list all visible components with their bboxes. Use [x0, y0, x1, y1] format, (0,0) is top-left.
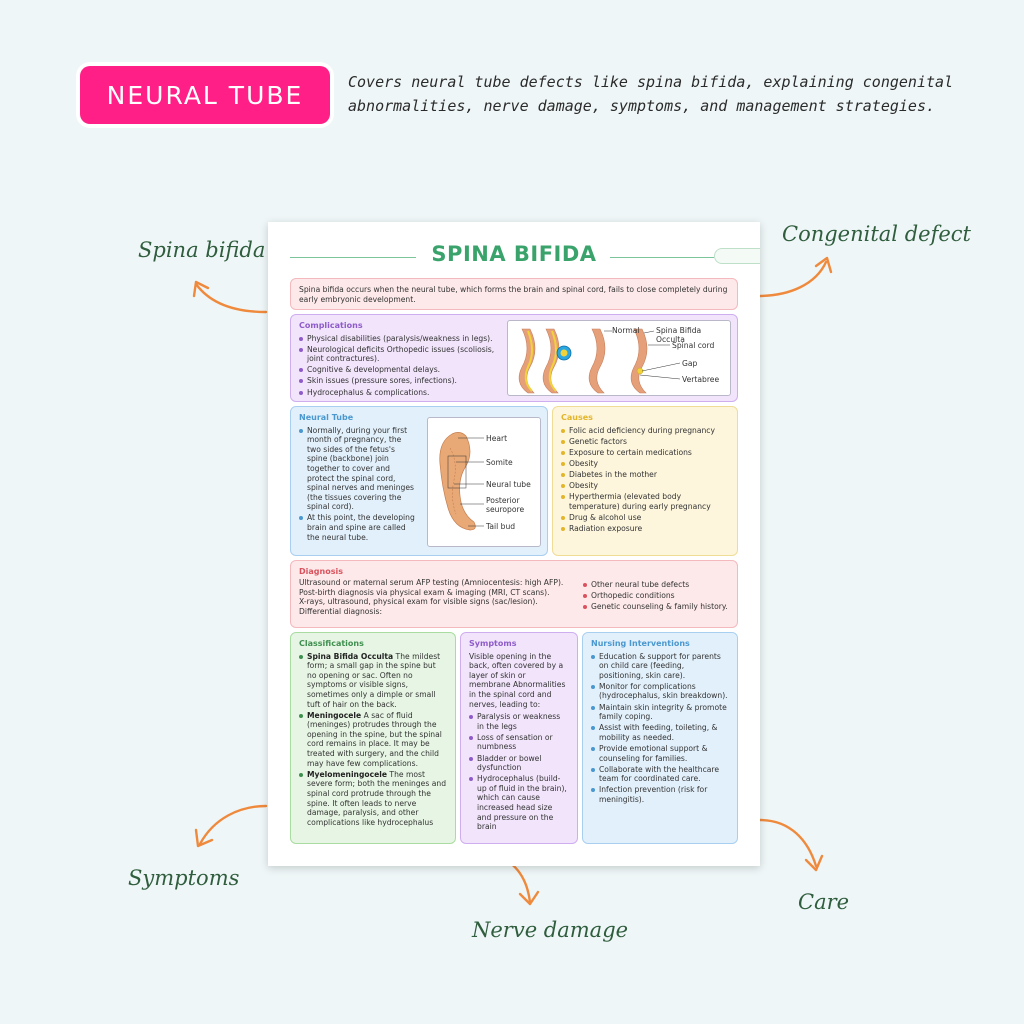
- neural-tube-heading: Neural Tube: [299, 413, 354, 422]
- list-item: Obesity: [561, 481, 729, 491]
- list-item: Infection prevention (risk for meningiti…: [591, 785, 729, 804]
- nursing-heading: Nursing Interventions: [591, 639, 690, 648]
- symptoms-box: Symptoms Visible opening in the back, of…: [460, 632, 578, 844]
- tag-symptoms: Symptoms: [128, 866, 240, 890]
- symptoms-intro: Visible opening in the back, often cover…: [469, 651, 566, 709]
- list-item: Myelomeningocele The most severe form; b…: [299, 770, 447, 828]
- symptoms-heading: Symptoms: [469, 639, 517, 648]
- list-item: Assist with feeding, toileting, & mobili…: [591, 723, 729, 742]
- differential-list: Other neural tube defects Orthopedic con…: [583, 580, 733, 613]
- page-tab: [714, 248, 760, 264]
- pill-label: NEURAL TUBE: [106, 80, 304, 110]
- title-rule-right: [610, 257, 714, 258]
- classifications-heading: Classifications: [299, 639, 364, 648]
- list-item: Diabetes in the mother: [561, 470, 729, 480]
- list-item: Physical disabilities (paralysis/weaknes…: [299, 334, 505, 344]
- spine-illustration: [518, 328, 681, 394]
- list-item: Loss of sensation or numbness: [469, 733, 569, 752]
- classifications-list: Spina Bifida Occulta The mildest form; a…: [299, 652, 447, 828]
- diagnosis-line: Ultrasound or maternal serum AFP testing…: [299, 578, 564, 587]
- list-item: Collaborate with the healthcare team for…: [591, 765, 729, 784]
- figure-label-gap: Gap: [682, 359, 698, 368]
- figure-label-posterior-seuropore: Posterior seuropore: [486, 496, 525, 514]
- classification-term: Meningocele: [307, 710, 362, 720]
- figure-label-occulta: Spina Bifida Occulta: [656, 326, 702, 344]
- figure-label-vertabree: Vertabree: [682, 375, 720, 384]
- figure-label-somite: Somite: [486, 458, 513, 467]
- neural-tube-list: Normally, during your first month of pre…: [299, 426, 417, 543]
- embryo-illustration: [439, 432, 484, 531]
- neural-tube-box: Neural Tube Normally, during your first …: [290, 406, 548, 556]
- complications-heading: Complications: [299, 321, 363, 330]
- list-item: Bladder or bowel dysfunction: [469, 754, 569, 773]
- causes-list: Folic acid deficiency during pregnancy G…: [561, 426, 729, 534]
- classifications-box: Classifications Spina Bifida Occulta The…: [290, 632, 456, 844]
- classification-text: The most severe form; both the meninges …: [307, 769, 447, 827]
- complications-box: Complications Physical disabilities (par…: [290, 314, 738, 402]
- classification-term: Myelomeningocele: [307, 769, 388, 779]
- arrow-to-spina-bifida: [192, 280, 268, 314]
- list-item: Hydrocephalus & complications.: [299, 388, 505, 398]
- figure-label-heart: Heart: [486, 434, 508, 443]
- neural-tube-pill: NEURAL TUBE: [80, 66, 330, 124]
- list-item: At this point, the developing brain and …: [299, 513, 417, 542]
- causes-box: Causes Folic acid deficiency during preg…: [552, 406, 738, 556]
- list-item: Genetic counseling & family history.: [583, 602, 733, 612]
- arrow-to-care: [758, 818, 824, 872]
- spina-bifida-sheet: SPINA BIFIDA Spina bifida occurs when th…: [268, 222, 760, 866]
- nursing-list: Education & support for parents on child…: [591, 652, 729, 805]
- figure-label-normal: Normal: [612, 326, 640, 335]
- list-item: Monitor for complications (hydrocephalus…: [591, 682, 729, 701]
- arrow-to-congenital-defect: [756, 256, 833, 298]
- classification-text: A sac of fluid (meninges) protrudes thro…: [307, 710, 442, 768]
- classification-text: The mildest form; a small gap in the spi…: [307, 651, 441, 709]
- list-item: Folic acid deficiency during pregnancy: [561, 426, 729, 436]
- symptoms-list: Paralysis or weakness in the legs Loss o…: [469, 712, 569, 832]
- tag-congenital-defect: Congenital defect: [782, 222, 971, 246]
- list-item: Provide emotional support & counseling f…: [591, 744, 729, 763]
- nursing-box: Nursing Interventions Education & suppor…: [582, 632, 738, 844]
- list-item: Orthopedic conditions: [583, 591, 733, 601]
- list-item: Obesity: [561, 459, 729, 469]
- list-item: Maintain skin integrity & promote family…: [591, 703, 729, 722]
- diagnosis-box: Diagnosis Ultrasound or maternal serum A…: [290, 560, 738, 628]
- diagnosis-line: Differential diagnosis:: [299, 606, 383, 616]
- list-item: Spina Bifida Occulta The mildest form; a…: [299, 652, 447, 710]
- embryo-figure: Heart Somite Neural tube Posterior seuro…: [427, 417, 541, 547]
- list-item: Genetic factors: [561, 437, 729, 447]
- diagnosis-text: Ultrasound or maternal serum AFP testing…: [299, 578, 581, 616]
- diagnosis-line: Post-birth diagnosis via physical exam &…: [299, 587, 550, 597]
- list-item: Other neural tube defects: [583, 580, 733, 590]
- figure-label-tail-bud: Tail bud: [486, 522, 516, 531]
- list-item: Exposure to certain medications: [561, 448, 729, 458]
- list-item: Paralysis or weakness in the legs: [469, 712, 569, 731]
- list-item: Skin issues (pressure sores, infections)…: [299, 376, 505, 386]
- tag-spina-bifida: Spina bifida: [138, 238, 266, 262]
- list-item: Education & support for parents on child…: [591, 652, 729, 681]
- figure-label-spinal-cord: Spinal cord: [672, 341, 715, 350]
- classification-term: Spina Bifida Occulta: [307, 651, 394, 661]
- list-item: Hyperthermia (elevated body temperature)…: [561, 492, 729, 511]
- tag-care: Care: [798, 890, 850, 914]
- tag-nerve-damage: Nerve damage: [472, 918, 629, 942]
- list-item: Neurological deficits Orthopedic issues …: [299, 345, 505, 364]
- list-item: Normally, during your first month of pre…: [299, 426, 417, 512]
- header-description: Covers neural tube defects like spina bi…: [348, 73, 954, 115]
- intro-box: Spina bifida occurs when the neural tube…: [290, 278, 738, 310]
- spine-comparison-figure: Normal Spina Bifida Occulta Spinal cord …: [507, 320, 731, 396]
- title-rule-left: [290, 257, 416, 258]
- list-item: Meningocele A sac of fluid (meninges) pr…: [299, 711, 447, 769]
- diagnosis-line: X-rays, ultrasound, physical exam for vi…: [299, 597, 538, 607]
- list-item: Cognitive & developmental delays.: [299, 365, 505, 375]
- list-item: Drug & alcohol use: [561, 513, 729, 523]
- figure-label-neural-tube: Neural tube: [486, 480, 531, 489]
- diagnosis-heading: Diagnosis: [299, 567, 343, 576]
- list-item: Hydrocephalus (build-up of fluid in the …: [469, 774, 569, 832]
- causes-heading: Causes: [561, 413, 593, 422]
- complications-list: Physical disabilities (paralysis/weaknes…: [299, 334, 505, 398]
- list-item: Radiation exposure: [561, 524, 729, 534]
- intro-text: Spina bifida occurs when the neural tube…: [299, 285, 728, 304]
- arrow-to-symptoms: [194, 804, 268, 848]
- sheet-title: SPINA BIFIDA: [431, 242, 597, 266]
